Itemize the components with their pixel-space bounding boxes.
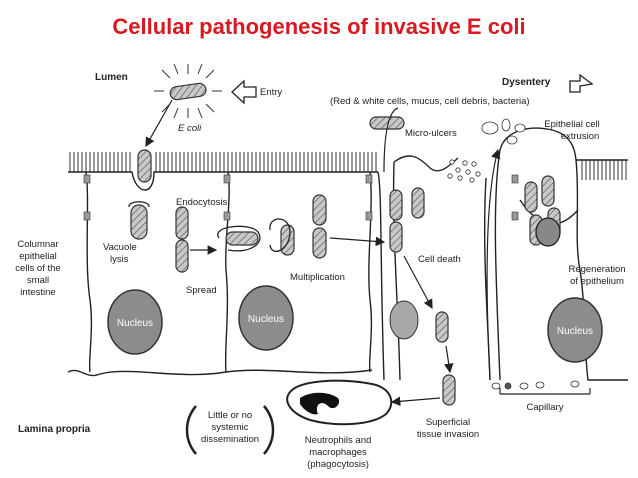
columnar-label-2: epithelial <box>19 251 57 262</box>
membranes <box>128 201 561 252</box>
brush-border <box>69 152 627 180</box>
debris <box>447 118 580 390</box>
vacuole-label-1: Vacuole <box>103 242 137 253</box>
cell-junctions <box>83 174 519 221</box>
bacteria <box>130 82 561 411</box>
entry-arrow <box>231 79 257 105</box>
bacterium-vacuole <box>130 204 148 240</box>
process-arrows <box>145 99 501 407</box>
neutrophils-label-1: Neutrophils and <box>305 435 372 446</box>
phagocyte-nucleus <box>300 392 340 415</box>
nucleus-label-1: Nucleus <box>117 318 153 329</box>
paren-left <box>185 405 197 455</box>
extrusion-label-1: Epithelial cell <box>544 119 599 130</box>
bacterium-endocytosis <box>137 149 152 183</box>
nucleus-label-3: Nucleus <box>557 326 593 337</box>
nucleus-3 <box>547 297 603 363</box>
ecoli-label: E coli <box>178 123 202 134</box>
cell-death-label: Cell death <box>418 254 461 265</box>
nucleus-1 <box>107 289 163 355</box>
vacuole-label-2: lysis <box>110 254 129 265</box>
ecoli-spikes <box>154 63 222 119</box>
lamina-propria-label: Lamina propria <box>18 424 91 435</box>
regeneration-label-1: Regeneration <box>568 264 625 275</box>
neutrophils-label-3: (phagocytosis) <box>307 459 369 470</box>
nucleus-2 <box>238 285 294 351</box>
capillary-bracket <box>499 388 591 395</box>
bacterium-spread-1 <box>175 206 189 240</box>
neutrophils-label-2: macrophages <box>309 447 367 458</box>
multiplication-label: Multiplication <box>290 272 345 283</box>
columnar-label-3: cells of the <box>15 263 60 274</box>
columnar-label-5: intestine <box>20 287 55 298</box>
bacterium-lp-2 <box>435 311 449 343</box>
spread-label: Spread <box>186 285 217 296</box>
bacterium-mult-3 <box>312 227 327 259</box>
capillary-label: Capillary <box>527 402 564 413</box>
columnar-label-1: Columnar <box>17 239 58 250</box>
columnar-label-4: small <box>27 275 49 286</box>
extrusion-label-2: extrusion <box>561 131 600 142</box>
dysentery-detail-label: (Red & white cells, mucus, cell debris, … <box>330 96 530 107</box>
bacterium-lp-3 <box>442 374 456 406</box>
dysentery-arrow <box>569 73 594 93</box>
nucleus-label-2: Nucleus <box>248 314 284 325</box>
ulcer-arrow <box>383 107 399 173</box>
bacterium-reg-2 <box>541 175 555 207</box>
bacterium-mult-1 <box>280 224 295 256</box>
lumen-label: Lumen <box>95 72 128 83</box>
entry-label: Entry <box>260 87 282 98</box>
micro-ulcers-label: Micro-ulcers <box>405 128 457 139</box>
paren-right <box>263 405 275 455</box>
bacterium-lp-1 <box>411 187 425 219</box>
bacterium-spread-2 <box>175 239 189 273</box>
dysentery-label: Dysentery <box>502 77 551 88</box>
bacterium-death-2 <box>389 221 403 253</box>
bacterium-death-1 <box>389 189 403 221</box>
bacterium-transfer <box>225 231 259 246</box>
dissemination-label-1: Little or no <box>208 410 252 421</box>
diagram-title: Cellular pathogenesis of invasive E coli <box>112 14 526 39</box>
bacterium-lumen <box>169 82 207 101</box>
nuclei <box>107 285 603 363</box>
dying-nucleus <box>389 300 419 340</box>
endocytosis-label: Endocytosis <box>176 197 227 208</box>
regeneration-label-2: of epithelium <box>570 276 624 287</box>
bacterium-reg-1 <box>524 181 538 213</box>
dissemination-label-3: dissemination <box>201 434 259 445</box>
superficial-label-1: Superficial <box>426 417 470 428</box>
bacterium-mult-2 <box>312 194 327 226</box>
dissemination-label-2: systemic <box>212 422 249 433</box>
superficial-label-2: tissue invasion <box>417 429 479 440</box>
